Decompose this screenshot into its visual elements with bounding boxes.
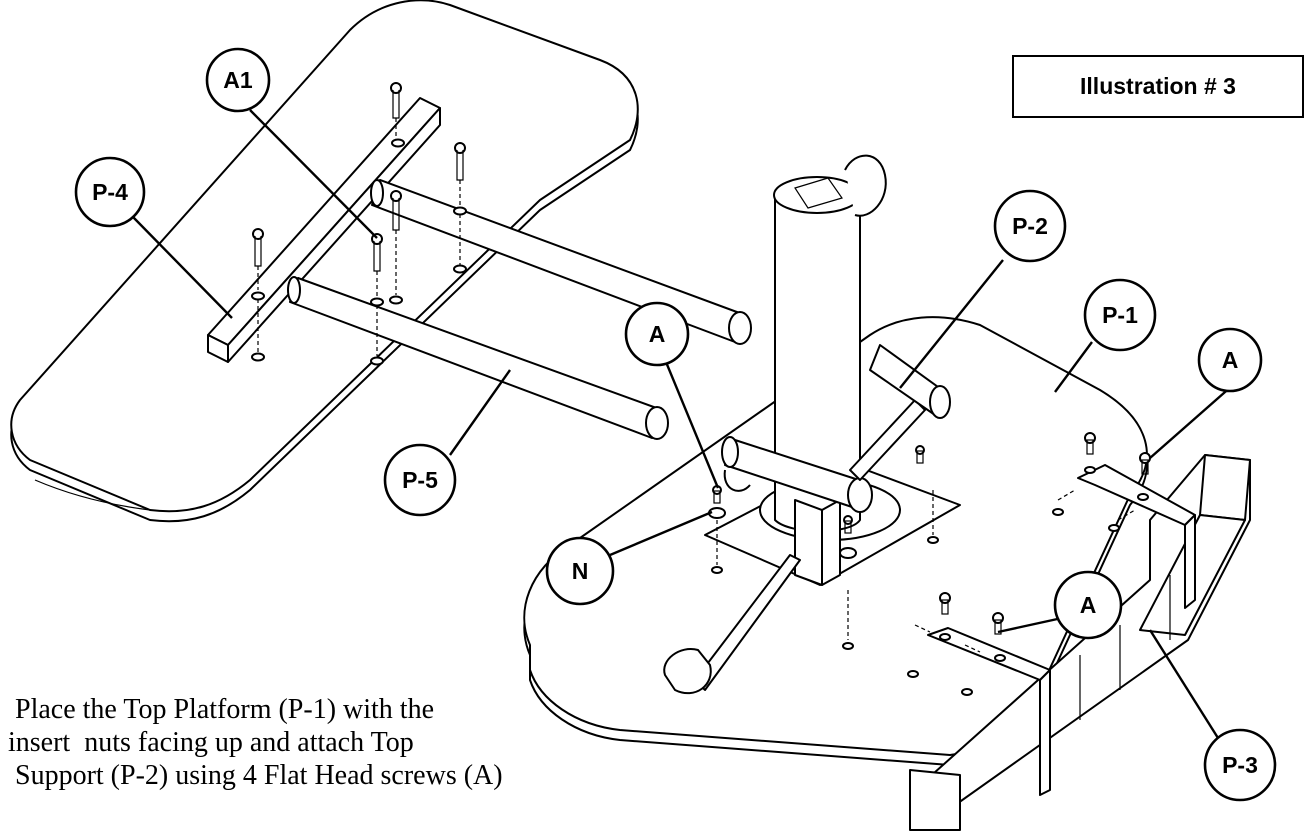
callout-a-right: A <box>1197 327 1263 393</box>
svg-text:N: N <box>572 558 589 584</box>
instruction-line-1: Place the Top Platform (P-1) with the <box>8 694 435 725</box>
instruction-text: Place the Top Platform (P-1) with the in… <box>8 693 503 792</box>
svg-text:A: A <box>1080 592 1097 618</box>
bracket-lower <box>914 624 1051 796</box>
callout-p5: P-5 <box>383 443 457 517</box>
left-bar-p4 <box>207 97 441 363</box>
svg-text:P-2: P-2 <box>1012 213 1048 239</box>
right-screws <box>708 432 1151 696</box>
svg-text:A: A <box>1222 347 1239 373</box>
callout-p3: P-3 <box>1203 728 1277 802</box>
svg-text:A1: A1 <box>223 67 253 93</box>
svg-text:P-3: P-3 <box>1222 752 1258 778</box>
callout-a-center: A <box>624 301 690 367</box>
illustration-title-box: Illustration # 3 <box>1012 55 1304 118</box>
leg-arm <box>663 554 801 695</box>
tube-lower <box>287 276 669 440</box>
square-post <box>794 499 841 586</box>
svg-text:P-1: P-1 <box>1102 302 1138 328</box>
illustration-title: Illustration # 3 <box>1080 73 1236 99</box>
bracket-right <box>1057 464 1196 609</box>
callout-p4: P-4 <box>74 156 146 228</box>
callout-p2: P-2 <box>993 189 1067 263</box>
callout-p1: P-1 <box>1083 278 1157 352</box>
callout-a-lower: A <box>1053 570 1123 640</box>
instruction-line-3: Support (P-2) using 4 Flat Head screws (… <box>8 760 503 791</box>
left-platform <box>10 0 639 523</box>
tube-upper <box>370 179 752 345</box>
callout-n: N <box>545 536 615 606</box>
leader-lines <box>132 109 1234 739</box>
callout-a1: A1 <box>205 47 271 113</box>
left-screws <box>251 82 467 366</box>
svg-text:P-4: P-4 <box>92 179 128 205</box>
instruction-line-2: insert nuts facing up and attach Top <box>8 727 414 758</box>
cross-tube <box>721 436 873 513</box>
svg-text:P-5: P-5 <box>402 467 438 493</box>
svg-text:A: A <box>649 321 666 347</box>
